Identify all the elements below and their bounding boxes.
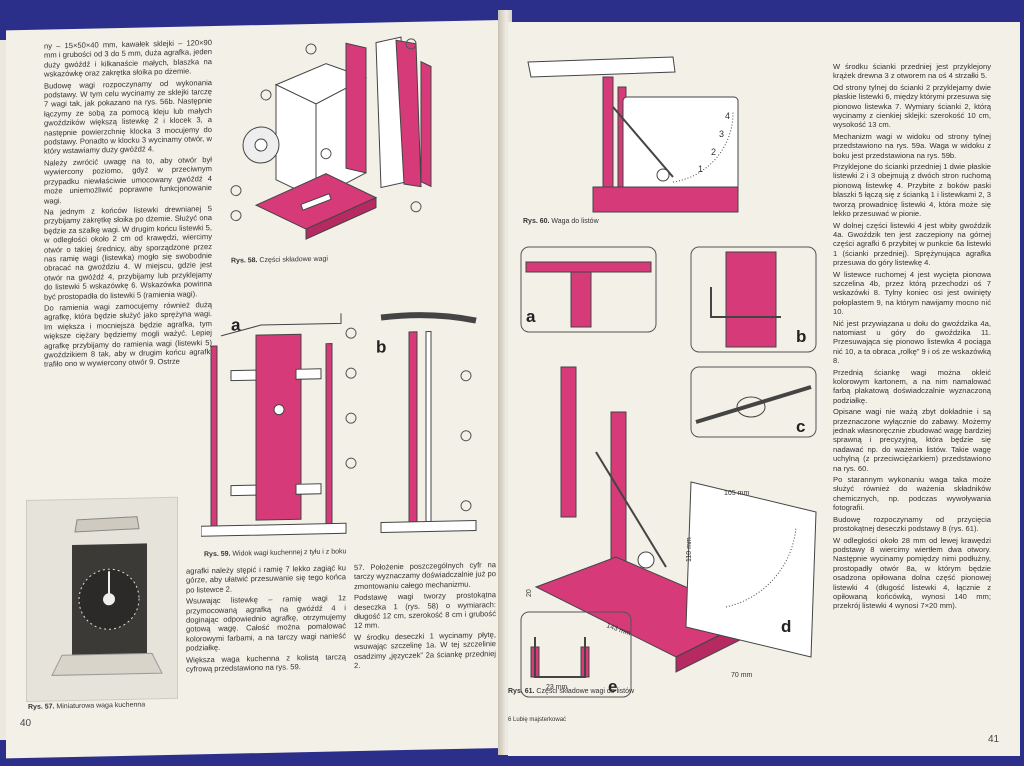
scale-mark-3: 3: [719, 129, 724, 139]
scale-mark-4: 4: [725, 111, 730, 121]
paragraph: W odległości około 28 mm od lewej krawęd…: [833, 535, 991, 611]
paragraph: W dolnej części listewki 4 jest wbity gw…: [833, 220, 991, 268]
miniature-scale-photo: [27, 497, 177, 701]
caption-label: Rys. 57.: [28, 703, 55, 711]
paragraph: W środku deseczki 1 wycinamy płytę, wsuw…: [354, 629, 496, 671]
figure-58-scale-parts: [230, 36, 432, 240]
paragraph: Przednią ściankę wagi można okleić kolor…: [833, 367, 991, 405]
paragraph: 57. Położenie poszczególnych cyfr na tar…: [354, 560, 496, 591]
fig61-label-e: e: [608, 677, 617, 696]
page-number-left: 40: [20, 717, 32, 730]
paragraph: Przyklejone do ścianki przedniej 1 dwie …: [833, 162, 991, 219]
caption-fig-58: Rys. 58. Części składowe wagi: [231, 256, 328, 265]
paragraph: Mechanizm wagi w widoku od strony tylnej…: [833, 131, 991, 160]
caption-text: Waga do listów: [551, 218, 599, 225]
dim-d3: 70 mm: [731, 672, 753, 679]
paragraph: Od strony tylnej do ścianki 2 przyklejam…: [833, 82, 991, 130]
page-number-right: 41: [988, 734, 1000, 745]
paragraph: Należy zwrócić uwagę na to, aby otwór by…: [44, 154, 212, 206]
fig61-label-d: d: [781, 617, 791, 636]
right-page: 1 2 3 4 Rys. 60. Waga do listów a b c: [508, 22, 1020, 756]
figure-61-letter-scale-parts: a b c 105 mm 110 mm 143 mm 20 70 mm: [520, 246, 817, 698]
caption-text: Widok wagi kuchennej z tyłu i z boku: [232, 548, 347, 558]
caption-label: Rys. 61.: [508, 688, 535, 695]
paragraph: Budowę wagi rozpoczynamy od wykonania po…: [44, 77, 212, 157]
footer-note: 6 Lubię majsterkować: [508, 717, 567, 723]
left-text-column-2: agrafki należy stępić i ramię 7 lekko za…: [186, 563, 346, 676]
fig59-label-a: a: [231, 315, 241, 334]
dim-d1: 20: [526, 589, 533, 597]
caption-text: Miniaturowa waga kuchenna: [56, 701, 146, 711]
paragraph: Podstawę wagi tworzy prostokątna deseczk…: [354, 590, 496, 631]
paragraph: Budowę rozpoczynamy od przycięcia prosto…: [833, 514, 991, 534]
dim-width: 105 mm: [724, 490, 749, 497]
paragraph: agrafki należy stępić i ramię 7 lekko za…: [186, 563, 346, 595]
caption-text: Części składowe wagi do listów: [536, 688, 635, 695]
fig61-label-c: c: [796, 417, 805, 436]
caption-label: Rys. 60.: [523, 218, 550, 225]
paragraph: Nić jest przywiązana u dołu do gwoździka…: [833, 318, 991, 366]
left-text-column-1: ny – 15×50×40 mm, kawałek sklejki – 120×…: [44, 38, 212, 371]
photo-fig-57: [26, 496, 178, 702]
fig59-label-b: b: [376, 337, 386, 356]
dim-d2: 23 mm: [546, 684, 568, 691]
left-text-column-3: 57. Położenie poszczególnych cyfr na tar…: [354, 560, 496, 672]
caption-text: Części składowe wagi: [259, 255, 328, 265]
caption-label: Rys. 59.: [204, 550, 231, 559]
fig61-label-a: a: [526, 307, 536, 326]
scale-mark-1: 1: [698, 164, 703, 174]
paragraph: Na jednym z końców listewki drewnianej 5…: [44, 203, 212, 302]
caption-fig-57: Rys. 57. Miniaturowa waga kuchenna: [28, 701, 145, 710]
paragraph: W środku ścianki przedniej jest przyklej…: [833, 62, 991, 81]
right-text-column: W środku ścianki przedniej jest przyklej…: [833, 62, 991, 613]
paragraph: Do ramienia wagi zamocujemy również dużą…: [44, 300, 212, 369]
paragraph: Po starannym wykonaniu waga taka może sł…: [833, 475, 991, 513]
paragraph: Wsuwając listewkę – ramię wagi 1z przymo…: [186, 593, 346, 653]
caption-fig-61: Rys. 61. Części składowe wagi do listów: [508, 688, 634, 695]
paragraph: Opisane wagi nie ważą zbyt dokładnie i s…: [833, 407, 991, 473]
paragraph: Większa waga kuchenna z kolistą tarczą c…: [186, 651, 346, 674]
caption-label: Rys. 58.: [231, 257, 258, 265]
figure-60-letter-scale: 1 2 3 4: [527, 56, 739, 213]
figure-59-kitchen-scale: a b: [201, 312, 477, 537]
left-page: ny – 15×50×40 mm, kawałek sklejki – 120×…: [6, 20, 502, 759]
paragraph: ny – 15×50×40 mm, kawałek sklejki – 120×…: [44, 38, 212, 79]
paragraph: W listewce ruchomej 4 jest wycięta piono…: [833, 269, 991, 317]
scale-mark-2: 2: [711, 147, 716, 157]
caption-fig-60: Rys. 60. Waga do listów: [523, 218, 599, 225]
fig61-label-b: b: [796, 327, 806, 346]
dim-height: 110 mm: [686, 537, 693, 562]
